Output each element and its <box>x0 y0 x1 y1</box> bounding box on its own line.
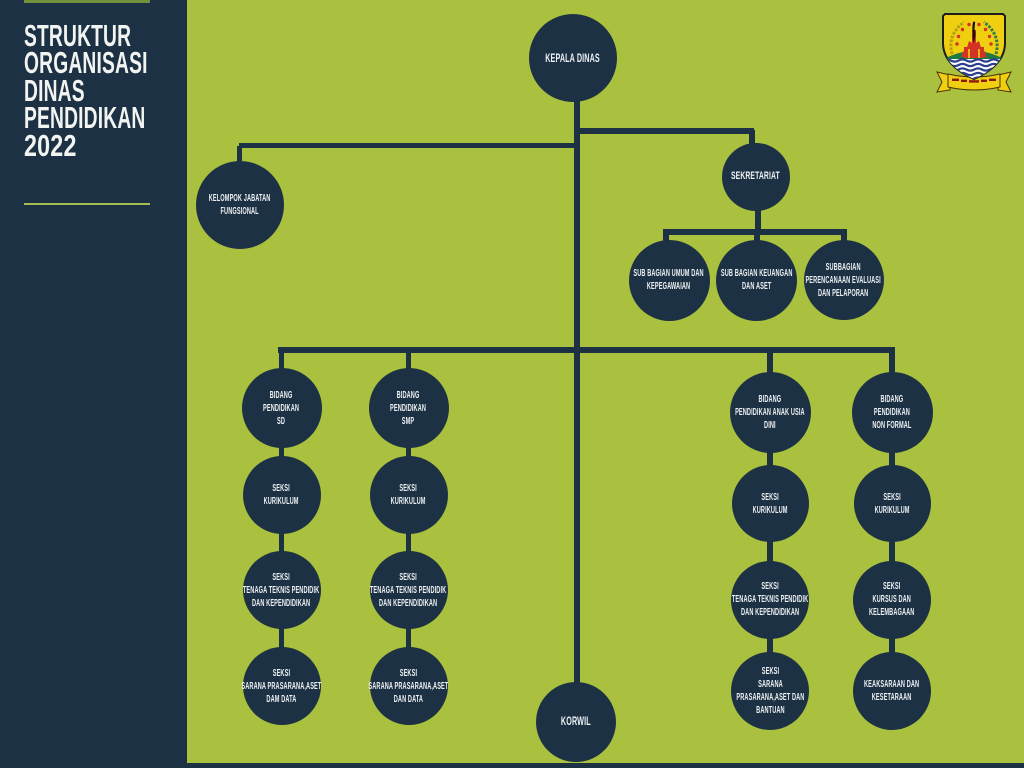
page-title-line: PENDIDIKAN <box>24 100 146 136</box>
sidebar-accent-line-top <box>24 0 150 3</box>
node-label: SEKRETARIAT <box>731 170 780 182</box>
crest-logo <box>936 13 1012 93</box>
page-title-line: 2022 <box>24 127 77 163</box>
line-branch-left <box>239 142 577 148</box>
page-title: STRUKTUR ORGANISASI DINAS PENDIDIKAN 202… <box>24 17 223 163</box>
line-subbagian-stub-3 <box>840 231 847 247</box>
page-title-line: ORGANISASI <box>24 45 148 81</box>
page-title-line: DINAS <box>24 72 85 108</box>
node-korwil: KORWIL <box>535 681 616 762</box>
bottom-bar <box>187 763 1024 768</box>
node-kepala-dinas: KEPALA DINAS <box>529 14 617 102</box>
line-branch-right-stub <box>748 130 755 152</box>
node-label: KORWIL <box>560 714 591 728</box>
crest-keris <box>972 21 976 44</box>
sidebar-accent-line-divider <box>24 203 150 205</box>
line-sekretariat-down <box>754 200 761 233</box>
page-title-line: STRUKTUR <box>24 17 132 53</box>
line-subbagian-stub-1 <box>663 231 669 247</box>
line-subbagian-stub-2 <box>753 231 760 247</box>
line-branch-left-stub <box>236 146 242 172</box>
crest-wreath-left <box>949 20 965 55</box>
node-label: KEPALA DINAS <box>545 50 601 65</box>
node-sekretariat: SEKRETARIAT <box>721 142 790 211</box>
crest-gunungan-gaps <box>968 49 980 58</box>
crest-stars <box>955 22 993 46</box>
line-main-row <box>278 346 895 353</box>
sidebar: STRUKTUR ORGANISASI DINAS PENDIDIKAN 202… <box>0 0 187 768</box>
crest-gunungan <box>961 30 987 58</box>
line-branch-right <box>576 127 754 134</box>
line-spine <box>574 58 580 721</box>
crest-wreath-right <box>983 20 999 55</box>
crest-ribbon <box>936 71 1012 93</box>
